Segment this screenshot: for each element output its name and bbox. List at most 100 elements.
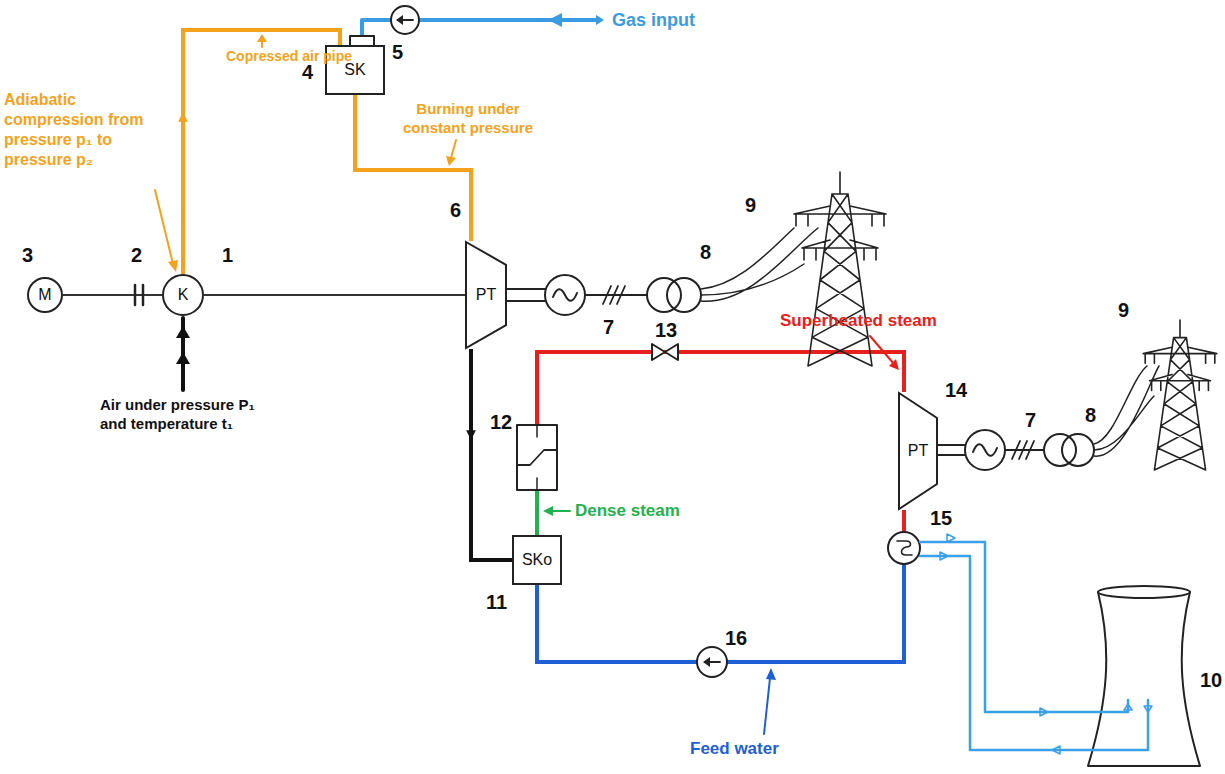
callout-number: 8	[700, 240, 711, 265]
callout-number: 6	[450, 198, 461, 223]
condenser-coil	[897, 541, 912, 555]
leader-line	[451, 140, 456, 158]
arrow-head	[548, 13, 562, 27]
callout-number: 2	[131, 243, 142, 268]
arrow-head	[257, 34, 267, 42]
transformer-symbol	[1044, 434, 1076, 466]
arrow-head	[178, 112, 188, 122]
cooling-water-pipe	[920, 556, 1148, 750]
heat-recovery-boiler: SKo	[512, 535, 562, 585]
callout-number: 7	[603, 315, 614, 340]
arrow-head	[176, 352, 190, 364]
callout-number: 15	[930, 506, 952, 531]
callout-number: 3	[22, 243, 33, 268]
leader-line	[155, 190, 173, 264]
compressed-air-pipe	[183, 30, 340, 274]
generator-shaft	[507, 300, 546, 302]
transmission-tower	[1143, 320, 1217, 470]
three-phase-mark	[1012, 441, 1034, 459]
coupling-symbol	[134, 285, 137, 305]
exhaust-gas-pipe	[471, 349, 512, 560]
steam-pipe-segment	[535, 490, 539, 535]
superheater-symbol	[536, 478, 538, 490]
generator-symbol	[965, 430, 1005, 470]
callout-number: 13	[655, 318, 677, 343]
feed-pump	[697, 647, 727, 677]
annotation-text: Dense steam	[575, 500, 680, 521]
annotation-text: Superheated steam	[780, 310, 937, 331]
gas-pump	[391, 6, 419, 34]
shaft-line	[63, 294, 162, 296]
annotation-text: Adiabatic compression from pressure p₁ t…	[4, 90, 154, 170]
steam-turbine: PT	[898, 392, 938, 510]
feed-water-pipe	[537, 510, 904, 662]
gas-turbine: PT	[465, 241, 507, 349]
pump-arrow	[703, 657, 710, 667]
callout-number: 14	[945, 378, 967, 403]
arrow-head	[766, 668, 776, 680]
superheater-symbol	[517, 425, 557, 490]
callout-number: 8	[1085, 403, 1096, 428]
generator-shaft	[507, 288, 546, 290]
cooling-water-pipe	[920, 542, 1128, 712]
callout-number: 16	[725, 626, 747, 651]
power-cable	[1094, 366, 1159, 456]
callout-number: 9	[1118, 298, 1129, 323]
arrow-head	[889, 359, 899, 370]
transformer-symbol	[1062, 434, 1094, 466]
arrow-head	[446, 156, 456, 166]
pump-arrow	[396, 15, 403, 25]
feed-water-pipe	[537, 510, 904, 662]
callout-number: 9	[745, 193, 756, 218]
transformer-symbol	[647, 278, 681, 312]
annotation-text: Copressed air pipe	[226, 48, 352, 66]
motor-circle: M	[27, 277, 63, 313]
callout-number: 4	[302, 60, 313, 85]
arrow-head	[543, 506, 553, 516]
annotation-text: Air under pressure P₁ and temperature t₁	[100, 396, 280, 434]
arrow-head	[596, 15, 604, 25]
leader-line	[870, 336, 894, 364]
callout-number: 11	[486, 590, 507, 615]
annotation-text: Gas input	[612, 9, 695, 32]
transformer-symbol	[667, 278, 701, 312]
burner-nozzle	[350, 36, 374, 46]
node-label: M	[38, 286, 51, 304]
electric-line	[585, 294, 648, 296]
arrow-head	[168, 260, 178, 272]
compressed-air-pipe	[178, 30, 340, 274]
superheater-symbol	[536, 425, 538, 437]
shaft-line	[204, 295, 465, 296]
arrow-head	[466, 430, 476, 440]
leader-line	[764, 678, 770, 734]
cooling-tower	[1088, 592, 1200, 766]
coupling-symbol	[142, 285, 145, 305]
shaft-line	[204, 294, 465, 296]
compressor-circle: K	[162, 274, 204, 316]
node-label: PT	[908, 442, 928, 460]
arrow-head	[176, 326, 190, 338]
callout-number: 1	[222, 243, 233, 268]
generator-shaft	[938, 444, 966, 446]
superheater-symbol	[517, 450, 557, 465]
flow-marks	[940, 534, 1152, 754]
generator-symbol	[973, 444, 997, 456]
generator-shaft	[938, 454, 966, 456]
steam-pipe	[537, 352, 904, 535]
steam-pipe	[537, 352, 904, 535]
node-label: SKo	[522, 551, 552, 569]
cooling-tower	[1098, 586, 1190, 598]
transmission-tower	[794, 172, 886, 366]
node-label: K	[178, 286, 189, 304]
generator-symbol	[553, 289, 577, 301]
callout-number: 10	[1200, 668, 1222, 693]
exhaust-gas-pipe	[466, 349, 512, 560]
condenser-symbol	[888, 532, 920, 564]
annotation-text: Burning under constant pressure	[398, 100, 538, 138]
callout-number: 7	[1025, 408, 1036, 433]
electric-line	[1005, 449, 1044, 451]
node-label: PT	[476, 286, 496, 304]
generator-symbol	[545, 275, 585, 315]
